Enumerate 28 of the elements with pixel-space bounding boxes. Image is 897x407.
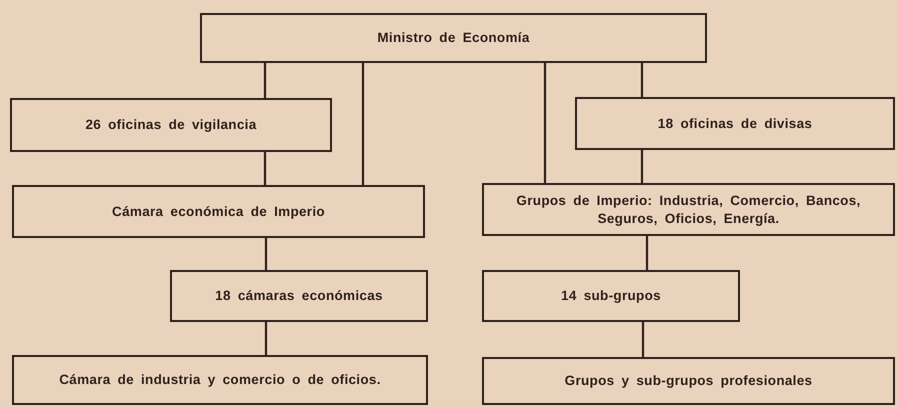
org-box	[10, 98, 332, 152]
connector-line	[642, 322, 644, 357]
box-label: Grupos y sub-grupos profesionales	[564, 372, 812, 390]
org-box	[200, 13, 707, 63]
connector-line	[640, 150, 644, 183]
connector-line	[640, 63, 644, 97]
connector-line	[264, 322, 268, 355]
box-label: Cámara económica de Imperio	[112, 202, 325, 220]
connector-line	[264, 63, 266, 98]
connector-line	[362, 63, 364, 185]
connector-line	[646, 236, 648, 270]
box-label: 18 cámaras económicas	[215, 287, 383, 305]
box-label: Ministro de Economía	[377, 29, 530, 47]
box-label: 14 sub-grupos	[561, 287, 661, 305]
connector-line	[544, 63, 546, 183]
box-label: Grupos de Imperio: Industria, Comercio, Bancos, Seguros, Oficios, Energía.	[515, 192, 862, 228]
org-box	[170, 270, 428, 322]
org-box	[12, 355, 428, 405]
org-box	[575, 97, 895, 150]
connector-line	[264, 152, 266, 185]
box-label: 18 oficinas de divisas	[658, 114, 812, 132]
box-label: Cámara de industria y comercio o de oficios.	[59, 371, 381, 389]
org-box	[482, 357, 895, 405]
connector-line	[264, 238, 268, 270]
org-box	[12, 185, 425, 238]
org-box	[482, 270, 740, 322]
org-box	[482, 183, 895, 236]
box-label: 26 oficinas de vigilancia	[85, 116, 257, 134]
